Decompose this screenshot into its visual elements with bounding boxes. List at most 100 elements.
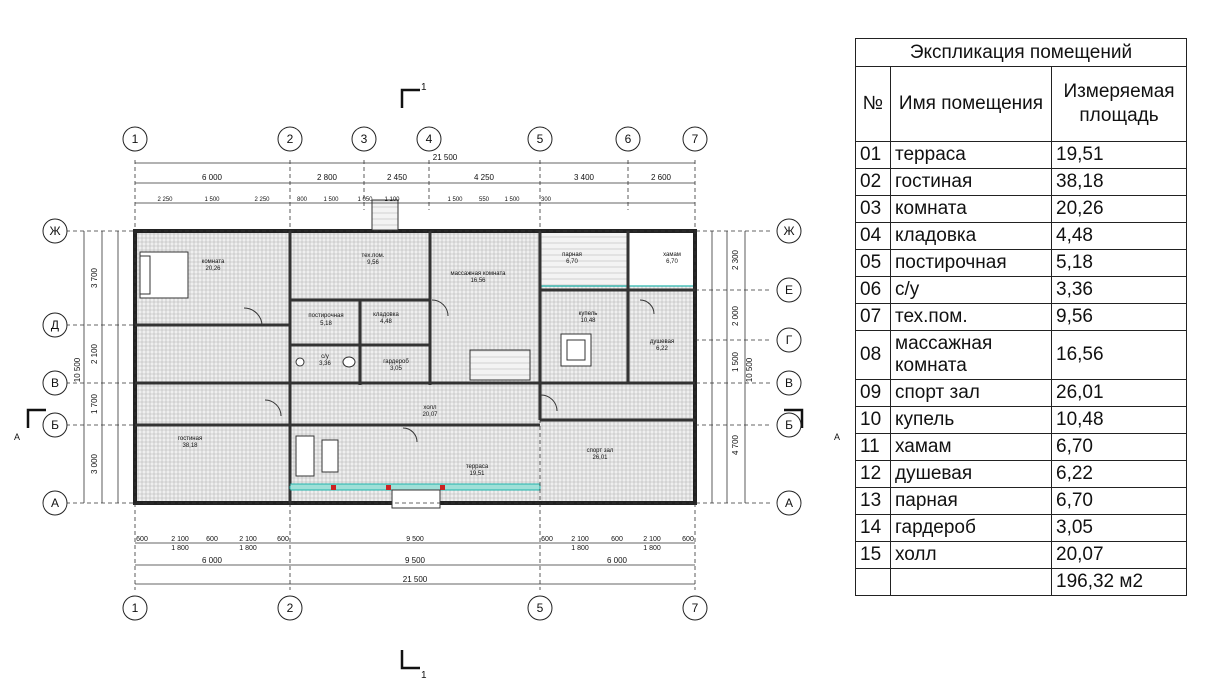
right-dim-2: 2 000 (731, 305, 740, 326)
axis-bottom-1: 1 (132, 601, 139, 615)
axis-bottom-5: 5 (537, 601, 544, 615)
door-swings (243, 299, 655, 443)
axis-right-a: А (785, 496, 793, 510)
room-tech-area: 9,56 (367, 260, 379, 266)
section-marks (26, 88, 804, 670)
axis-right-b: Б (785, 418, 793, 432)
axis-left-v: В (51, 376, 59, 390)
top-sub-dim-3: 2 250 (254, 197, 270, 203)
room-hall-area: 20,07 (422, 412, 438, 418)
room-wardrobe: гардероб (383, 359, 409, 365)
room-hall: холл (423, 405, 437, 411)
left-dim-3: 1 700 (90, 393, 99, 414)
table-title: Экспликация помещений (855, 38, 1187, 67)
top-sub-dim-8: 1 500 (447, 197, 463, 203)
axis-bottom-7: 7 (692, 601, 699, 615)
room-laundry: постирочная (308, 313, 343, 319)
bottom-dim-2: 9 500 (405, 556, 426, 565)
axis-bubbles-left (42, 218, 68, 516)
room-hamam: хамам (663, 252, 681, 258)
room-terrace: терраса (466, 464, 489, 470)
room-shower-area: 6,22 (656, 346, 668, 352)
section-side-right: А (834, 432, 840, 442)
total-area: 196,32 м2 (1051, 568, 1187, 596)
room-terrace-area: 19,51 (469, 471, 485, 477)
bottom-sub-3: 600 (206, 536, 218, 543)
explication-table: Экспликация помещений № Имя помещения Из… (855, 38, 1187, 596)
top-sub-dim-11: 300 (541, 197, 552, 203)
top-dim-3: 2 450 (387, 173, 408, 182)
right-dim-3: 1 500 (731, 351, 740, 372)
bottom-sub2-2: 1 800 (239, 545, 257, 552)
axis-right-g: Г (786, 333, 793, 347)
right-dim-4: 4 700 (731, 434, 740, 455)
axis-left-d: Д (51, 318, 59, 332)
room-storage-area: 4,48 (380, 319, 392, 325)
room-wc: с/у (321, 354, 329, 360)
axis-right-e: Е (785, 283, 793, 297)
bottom-dim-1: 6 000 (202, 556, 223, 565)
axis-right-zh: Ж (783, 224, 794, 238)
room-gym-area: 26,01 (592, 455, 608, 461)
section-side-left: А (14, 432, 20, 442)
bottom-sub-2: 2 100 (171, 536, 189, 543)
axis-label-5: 5 (537, 132, 544, 146)
axis-right-v: В (785, 376, 793, 390)
room-living-area: 38,18 (182, 443, 198, 449)
col-num-header: № (855, 66, 891, 142)
bottom-sub-10: 2 100 (643, 536, 661, 543)
top-sub-dim-4: 800 (297, 197, 308, 203)
bottom-sub-9: 600 (611, 536, 623, 543)
room-shower: душевая (650, 339, 674, 345)
top-dim-1: 6 000 (202, 173, 223, 182)
top-sub-dim-2: 1 500 (204, 197, 220, 203)
floor-fill (135, 230, 696, 503)
room-gym: спорт зал (587, 448, 614, 454)
axis-bubbles-top (122, 126, 708, 152)
left-dim-2: 2 100 (90, 343, 99, 364)
dim-lines (66, 160, 770, 590)
axis-label-3: 3 (361, 132, 368, 146)
bottom-sub-1: 600 (136, 536, 148, 543)
furniture (139, 199, 592, 477)
room-kupel: купель (579, 311, 598, 317)
bottom-sub-11: 600 (682, 536, 694, 543)
room-laundry-area: 5,18 (320, 321, 332, 327)
room-wardrobe-area: 3,05 (390, 366, 402, 372)
top-sub-dim-5: 1 500 (323, 197, 339, 203)
bottom-sub2-4: 1 800 (643, 545, 661, 552)
room-tech: тех.пом. (362, 253, 385, 259)
room-komnata-area: 20,26 (205, 266, 221, 272)
col-name-header: Имя помещения (890, 66, 1052, 142)
section-mark-bottom: 1 (421, 670, 427, 681)
room-hamam-area: 6,70 (666, 259, 678, 265)
room-living: гостиная (178, 436, 202, 442)
axis-label-6: 6 (625, 132, 632, 146)
bottom-sub-4: 2 100 (239, 536, 257, 543)
axis-label-4: 4 (426, 132, 433, 146)
axis-label-2: 2 (287, 132, 294, 146)
left-dim-4: 3 000 (90, 453, 99, 474)
room-kupel-area: 10,48 (580, 318, 596, 324)
bottom-sub2-3: 1 800 (571, 545, 589, 552)
right-total-dim: 10 500 (745, 357, 754, 382)
left-total-dim: 10 500 (73, 357, 82, 382)
room-wc-area: 3,36 (319, 361, 331, 367)
room-massage: массажная комната (450, 271, 506, 277)
axis-label-7: 7 (692, 132, 699, 146)
axis-bubbles-right (776, 218, 802, 516)
top-dim-2: 2 800 (317, 173, 338, 182)
axis-bottom-2: 2 (287, 601, 294, 615)
